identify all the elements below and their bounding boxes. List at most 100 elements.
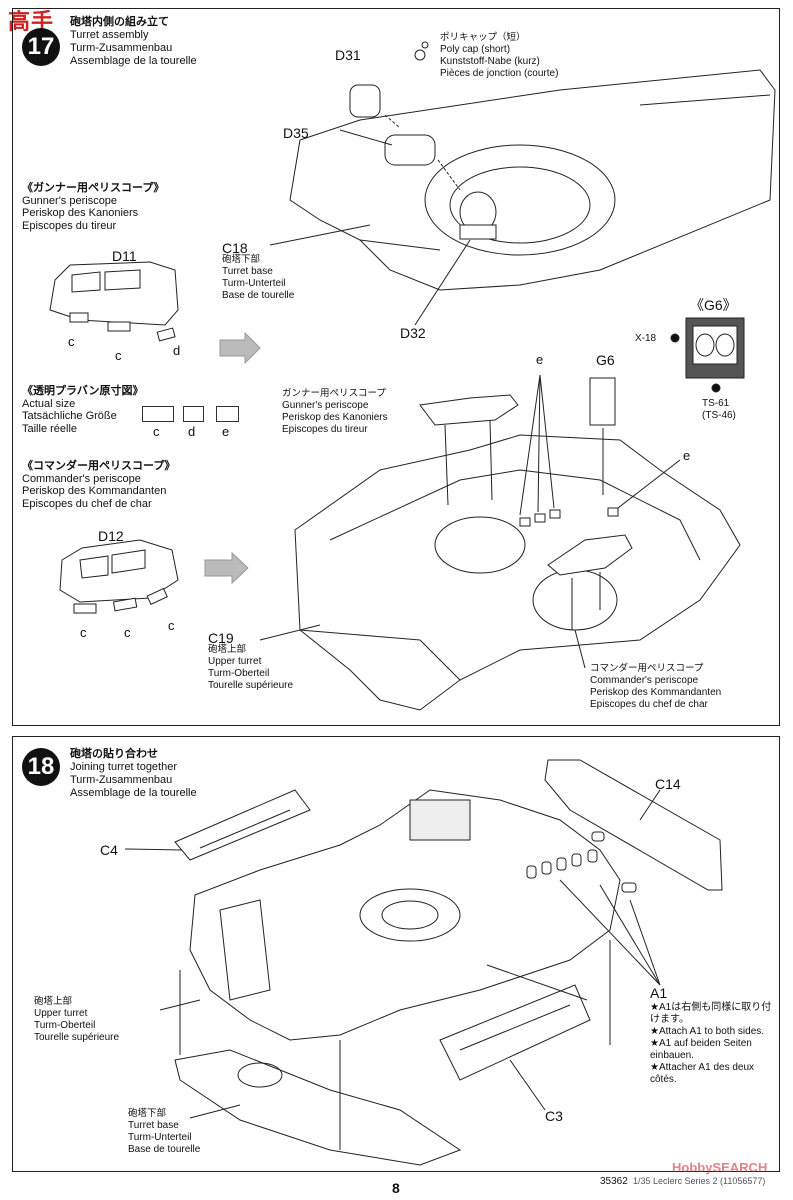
base-en: Turret base	[128, 1120, 179, 1131]
site-watermark: HobbySEARCH	[672, 1160, 768, 1175]
g6-box-label: 《G6》	[690, 297, 737, 313]
base-de: Turm-Unterteil	[128, 1132, 192, 1143]
polycap-jp: ポリキャップ（短）	[440, 32, 526, 43]
c19-code: C19	[208, 630, 234, 646]
step18-title-de: Turm-Zusammenbau	[70, 774, 173, 786]
commander-callout-de: Periskop des Kommandanten	[590, 687, 722, 698]
a1-note-de: ★A1 auf beiden Seiten einbauen.	[650, 1038, 752, 1061]
commander-callout-fr: Episcopes du chef de char	[590, 699, 708, 710]
step18-number: 18	[22, 748, 60, 786]
c18-de: Turm-Unterteil	[222, 278, 286, 289]
actual-size-heading: 《透明プラバン原寸図》 Actual size Tatsächliche Grö…	[22, 385, 143, 435]
part-c3: C3	[545, 1108, 563, 1124]
upper-jp: 砲塔上部	[34, 996, 73, 1007]
gunner-jp: 《ガンナー用ペリスコープ》	[22, 182, 165, 194]
c18-fr: Base de tourelle	[222, 290, 295, 301]
actual-de: Tatsächliche Größe	[22, 410, 117, 422]
step17-panel	[12, 8, 780, 726]
commander-jp: 《コマンダー用ペリスコープ》	[22, 460, 176, 472]
polycap-de: Kunststoff-Nabe (kurz)	[440, 56, 540, 67]
gunner-fr: Episcopes du tireur	[22, 219, 117, 232]
label-c4: c	[124, 625, 131, 640]
step17-title-en: Turret assembly	[70, 29, 149, 41]
c19-de: Turm-Oberteil	[208, 668, 270, 679]
actual-fr: Taille réelle	[22, 422, 78, 435]
gunner-callout: ガンナー用ペリスコープ Gunner's periscope Periskop …	[282, 388, 388, 436]
actual-label-d: d	[188, 424, 196, 439]
upper-de: Turm-Oberteil	[34, 1020, 96, 1031]
actual-size-d-rect	[183, 406, 204, 422]
product-name: 1/35 Leclerc Series 2 (11056577)	[633, 1176, 766, 1186]
part-d35: D35	[283, 125, 309, 141]
label-c2: c	[115, 348, 122, 363]
step18-title-en: Joining turret together	[70, 761, 178, 773]
gunner-en: Gunner's periscope	[22, 194, 118, 207]
part-g6: G6	[596, 352, 615, 368]
commander-de: Periskop des Kommandanten	[22, 485, 167, 497]
step18-title-fr: Assemblage de la tourelle	[70, 787, 197, 799]
label-c3: c	[80, 625, 87, 640]
gunner-callout-jp: ガンナー用ペリスコープ	[282, 388, 386, 399]
turret-base-label: 砲塔下部 Turret base Turm-Unterteil Base de …	[128, 1108, 200, 1156]
page-number: 8	[392, 1180, 400, 1196]
part-d32: D32	[400, 325, 426, 341]
commander-periscope-heading: 《コマンダー用ペリスコープ》 Commander's periscope Per…	[22, 460, 175, 510]
c19-fr: Tourelle supérieure	[208, 680, 294, 691]
actual-en: Actual size	[22, 397, 76, 410]
ts61-label: TS-61	[702, 398, 730, 409]
part-c4: C4	[100, 842, 118, 858]
part-c14: C14	[655, 776, 681, 792]
ts46-label: (TS-46)	[702, 410, 736, 421]
part-d31: D31	[335, 47, 361, 63]
actual-label-c: c	[153, 424, 160, 439]
step17-title-fr: Assemblage de la tourelle	[70, 55, 197, 67]
c18-code: C18	[222, 240, 248, 256]
part-d11: D11	[112, 248, 137, 264]
gunner-callout-de: Periskop des Kanoniers	[282, 412, 388, 423]
part-d12: D12	[98, 528, 124, 544]
c19-label: C19 砲塔上部 Upper turret Turm-Oberteil Tour…	[208, 630, 294, 692]
c18-label: C18 砲塔下部 Turret base Turm-Unterteil Base…	[222, 240, 295, 302]
step17-title-de: Turm-Zusammenbau	[70, 42, 173, 54]
a1-note-jp: ★A1は右側も同様に取り付けます。	[650, 1002, 772, 1025]
x18-label: X-18	[635, 333, 657, 344]
c18-jp: 砲塔下部	[222, 254, 261, 265]
part-a1: A1	[650, 985, 668, 1001]
label-e1: e	[536, 352, 544, 367]
upper-fr: Tourelle supérieure	[34, 1032, 120, 1043]
step17-title-jp: 砲塔内側の組み立て	[70, 16, 169, 28]
label-c1: c	[68, 334, 75, 349]
commander-callout-en: Commander's periscope	[590, 675, 699, 686]
c19-en: Upper turret	[208, 656, 262, 667]
commander-en: Commander's periscope	[22, 472, 141, 485]
label-c5: c	[168, 618, 175, 633]
actual-size-c-rect	[142, 406, 174, 422]
polycap-label: ポリキャップ（短） Poly cap (short) Kunststoff-Na…	[440, 32, 558, 80]
base-fr: Base de tourelle	[128, 1144, 201, 1155]
c18-en: Turret base	[222, 266, 273, 277]
gunner-callout-fr: Episcopes du tireur	[282, 424, 368, 435]
gunner-periscope-heading: 《ガンナー用ペリスコープ》 Gunner's periscope Perisko…	[22, 182, 164, 232]
step18-panel	[12, 736, 780, 1172]
a1-note: ★A1は右側も同様に取り付けます。 ★Attach A1 to both sid…	[650, 1002, 778, 1086]
product-code: 35362	[600, 1176, 628, 1187]
upper-en: Upper turret	[34, 1008, 88, 1019]
c19-jp: 砲塔上部	[208, 644, 247, 655]
a1-note-fr: ★Attacher A1 des deux côtés.	[650, 1062, 755, 1085]
polycap-fr: Pièces de jonction (courte)	[440, 68, 559, 79]
base-jp: 砲塔下部	[128, 1108, 167, 1119]
upper-turret-label: 砲塔上部 Upper turret Turm-Oberteil Tourelle…	[34, 996, 119, 1044]
step18-title: 砲塔の貼り合わせ Joining turret together Turm-Zu…	[70, 748, 197, 800]
gunner-de: Periskop des Kanoniers	[22, 207, 139, 219]
label-d: d	[173, 343, 181, 358]
step17-title: 砲塔内側の組み立て Turret assembly Turm-Zusammenb…	[70, 16, 197, 68]
actual-label-e: e	[222, 424, 230, 439]
label-e2: e	[683, 448, 691, 463]
actual-jp: 《透明プラバン原寸図》	[22, 385, 144, 397]
gunner-callout-en: Gunner's periscope	[282, 400, 369, 411]
a1-note-en: ★Attach A1 to both sides.	[650, 1026, 765, 1037]
commander-callout-jp: コマンダー用ペリスコープ	[590, 663, 704, 674]
polycap-en: Poly cap (short)	[440, 44, 511, 55]
actual-size-e-rect	[216, 406, 239, 422]
commander-fr: Episcopes du chef de char	[22, 497, 152, 510]
